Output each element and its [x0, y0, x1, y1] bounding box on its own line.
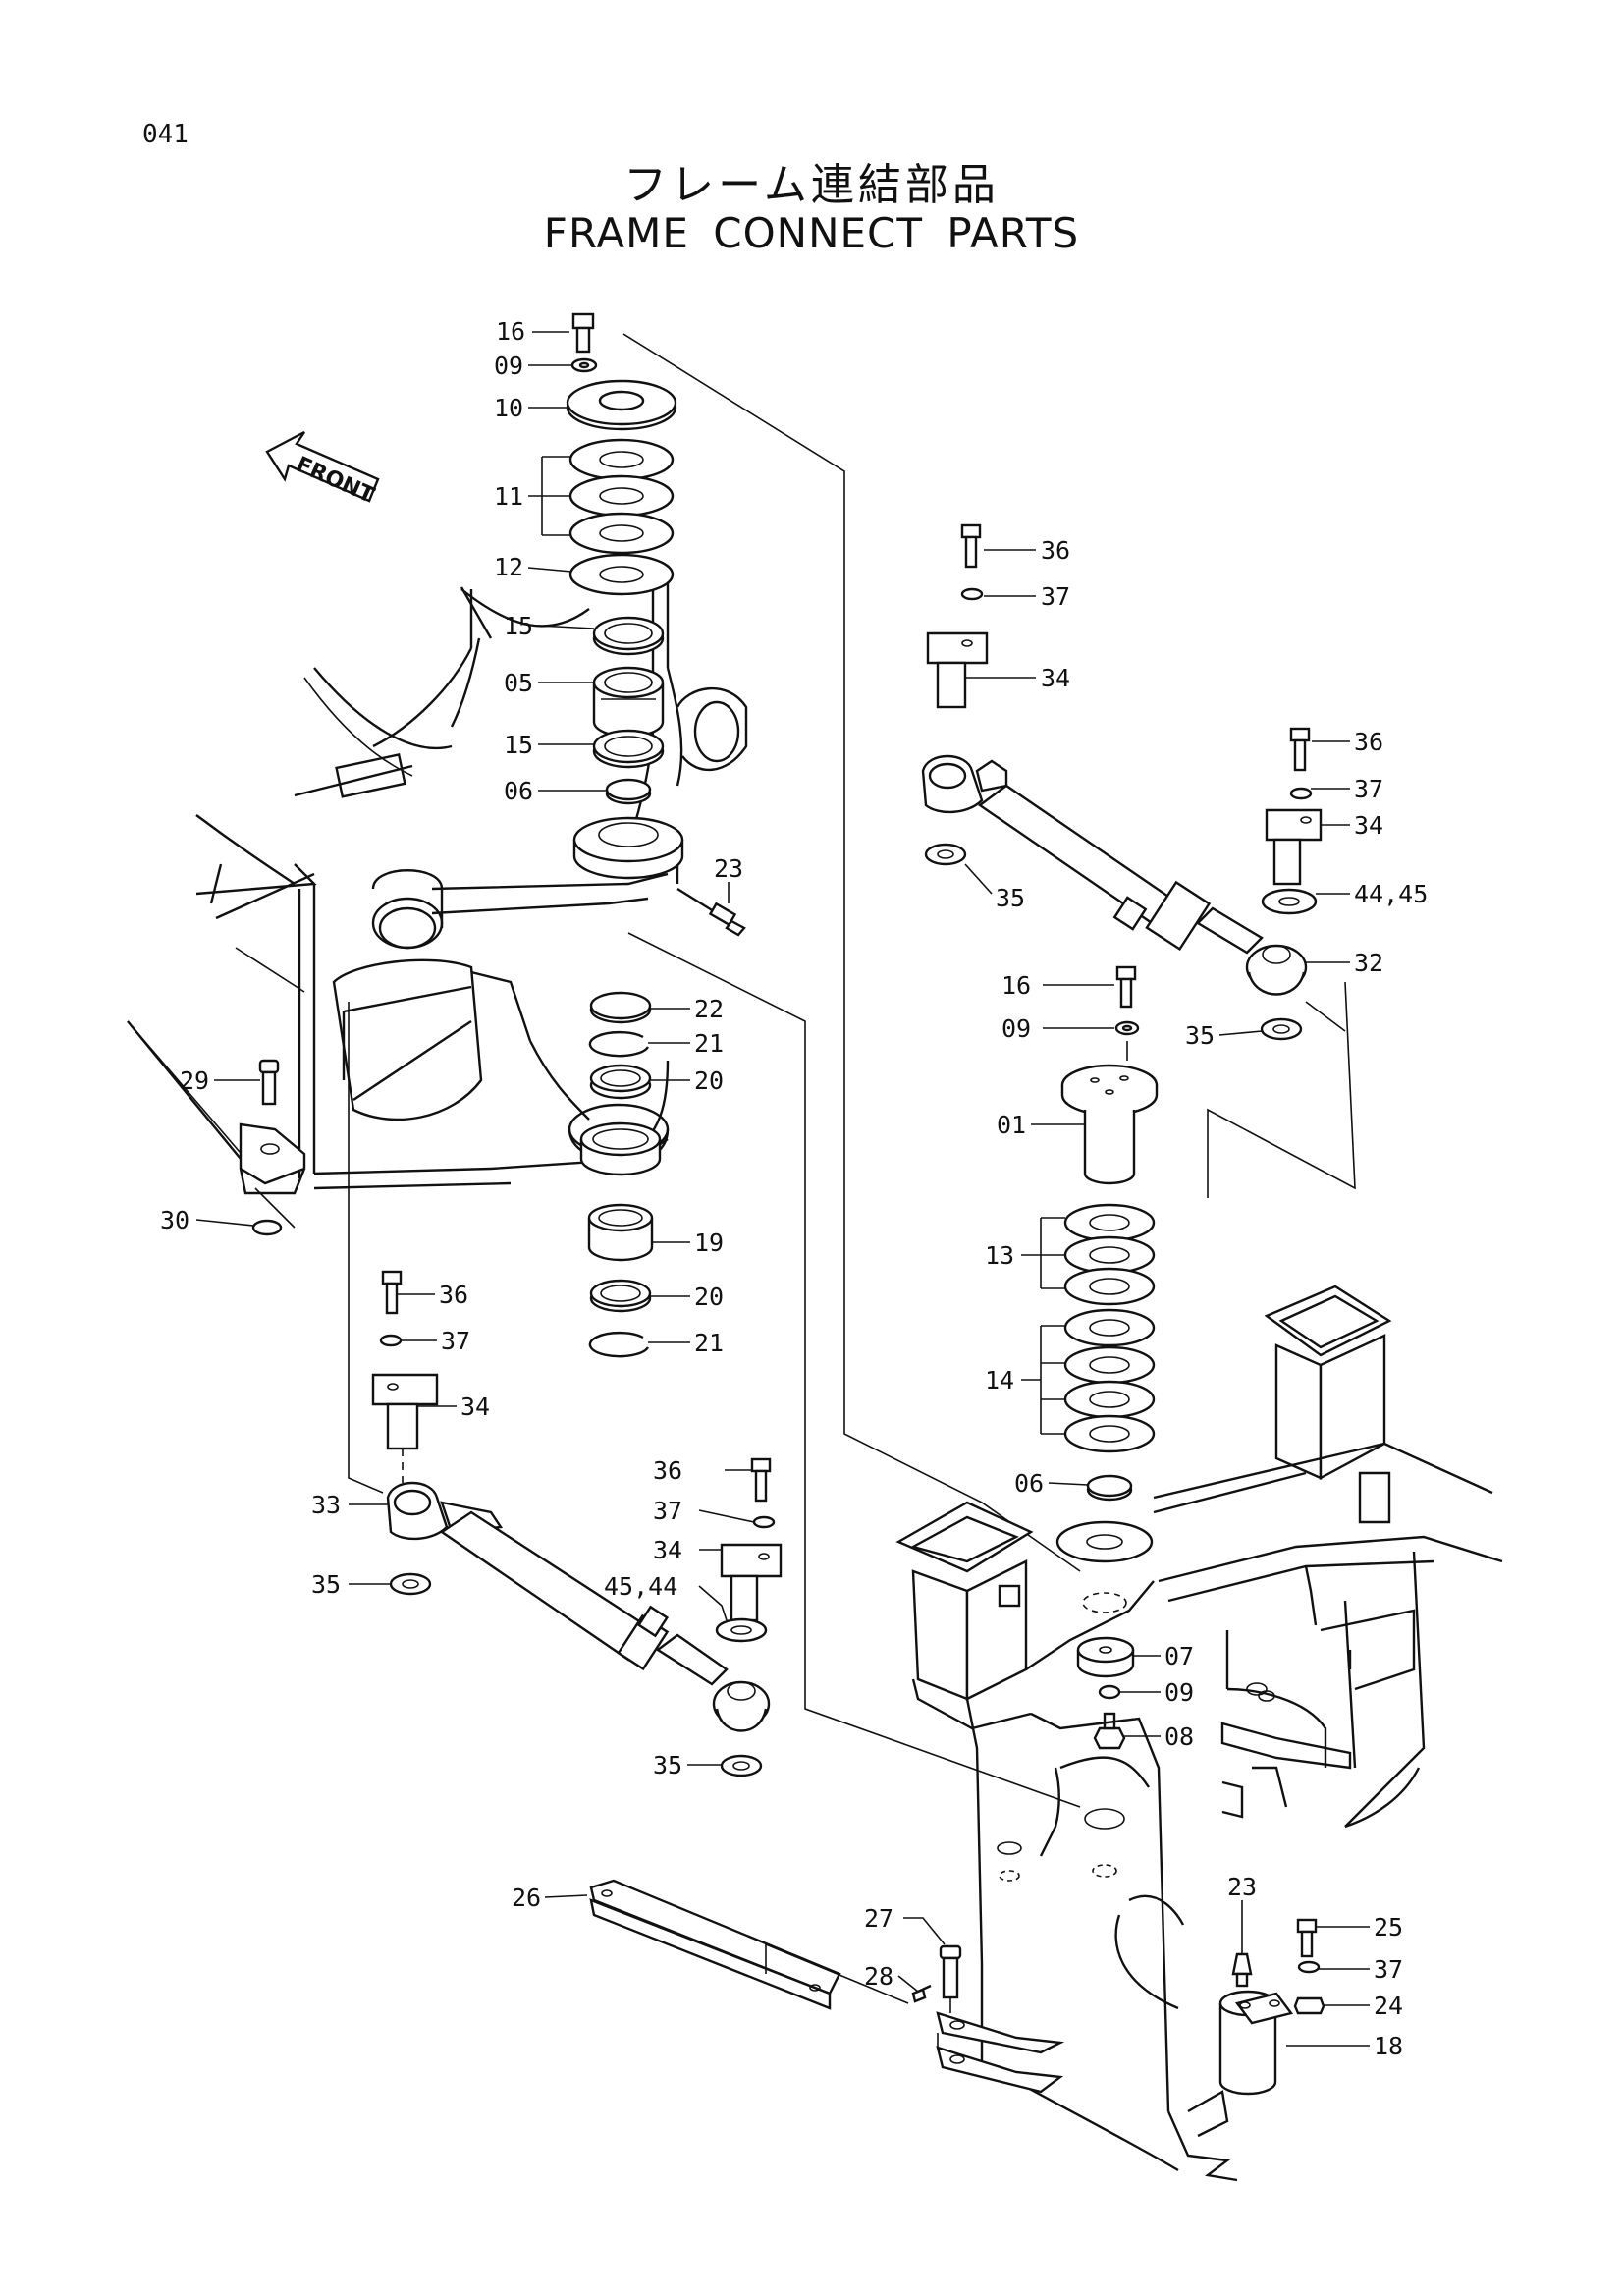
callout: 32: [1354, 949, 1383, 977]
callout: 20: [694, 1283, 724, 1311]
callout: 09: [1164, 1678, 1194, 1707]
callout: 34: [1354, 811, 1383, 840]
callout: 19: [694, 1229, 724, 1257]
callout: 23: [714, 854, 743, 883]
callout: 25: [1374, 1913, 1403, 1941]
front-arrow-icon: FRONT: [265, 430, 380, 509]
center-pin-stack: [1055, 965, 1159, 1750]
callout: 18: [1374, 2032, 1403, 2060]
callout: 29: [180, 1066, 209, 1095]
callout: 09: [494, 352, 523, 380]
callout: 22: [694, 995, 724, 1023]
callout: 36: [1354, 728, 1383, 756]
callout: 27: [864, 1904, 893, 1933]
callout: 08: [1164, 1722, 1194, 1751]
callout: 34: [653, 1536, 682, 1564]
callout: 13: [985, 1241, 1014, 1270]
callout: 37: [1374, 1955, 1403, 1984]
callout: 35: [311, 1570, 341, 1599]
callout: 07: [1164, 1642, 1194, 1670]
bolt-16-upper: [571, 312, 595, 354]
callout: 10: [494, 394, 523, 422]
callout: 12: [494, 553, 523, 581]
upper-pin-stack: [566, 312, 746, 937]
callout: 15: [504, 731, 533, 759]
callout: 28: [864, 1962, 893, 1991]
callout: 21: [694, 1029, 724, 1058]
callout: 34: [460, 1393, 490, 1421]
page-title-english: FRAME CONNECT PARTS: [543, 209, 1080, 257]
callout: 21: [694, 1329, 724, 1357]
callout: 01: [997, 1111, 1026, 1139]
callout-numbers: 16 09 10 11 12 15 05 15 06 23 22 21 20 2…: [160, 317, 1428, 2060]
callout: 05: [504, 669, 533, 697]
page-number: 041: [142, 120, 189, 149]
left-steering-cylinder: [371, 1270, 783, 1777]
callout: 37: [441, 1327, 470, 1355]
callout: 34: [1041, 664, 1070, 692]
rear-frame-outline: [895, 1285, 1503, 2182]
front-frame-outline: [127, 570, 748, 1229]
callout: 26: [512, 1884, 541, 1912]
callout: 44,45: [1354, 880, 1428, 908]
leader-lines: [195, 331, 1370, 2047]
callout: 37: [653, 1497, 682, 1525]
callout: 16: [496, 317, 525, 346]
callout: 45,44: [604, 1572, 677, 1601]
callout: 37: [1041, 582, 1070, 611]
left-lug-29-30: [127, 1020, 306, 1236]
callout: 35: [1185, 1021, 1215, 1050]
callout: 16: [1001, 971, 1031, 1000]
callout: 35: [653, 1751, 682, 1779]
callout: 20: [694, 1066, 724, 1095]
right-steering-cylinder: [921, 523, 1323, 1041]
callout: 30: [160, 1206, 189, 1234]
lower-pin-stack: [579, 991, 662, 1358]
callout: 11: [494, 482, 523, 511]
callout: 14: [985, 1366, 1014, 1394]
callout: 37: [1354, 775, 1383, 803]
page-title-japanese: フレーム連結部品: [623, 160, 1000, 210]
callout: 35: [996, 884, 1025, 912]
grease-nipple-23-upper: [676, 887, 746, 937]
callout: 06: [504, 777, 533, 805]
callout: 36: [653, 1456, 682, 1485]
callout: 15: [504, 612, 533, 640]
callout: 23: [1227, 1873, 1257, 1901]
callout: 33: [311, 1491, 341, 1519]
callout: 06: [1014, 1469, 1044, 1498]
callout: 09: [1001, 1014, 1031, 1043]
plate-26-lug-27-28: [589, 1879, 1065, 2094]
callout: 36: [1041, 536, 1070, 565]
callout: 36: [439, 1281, 468, 1309]
callout: 24: [1374, 1992, 1403, 2020]
